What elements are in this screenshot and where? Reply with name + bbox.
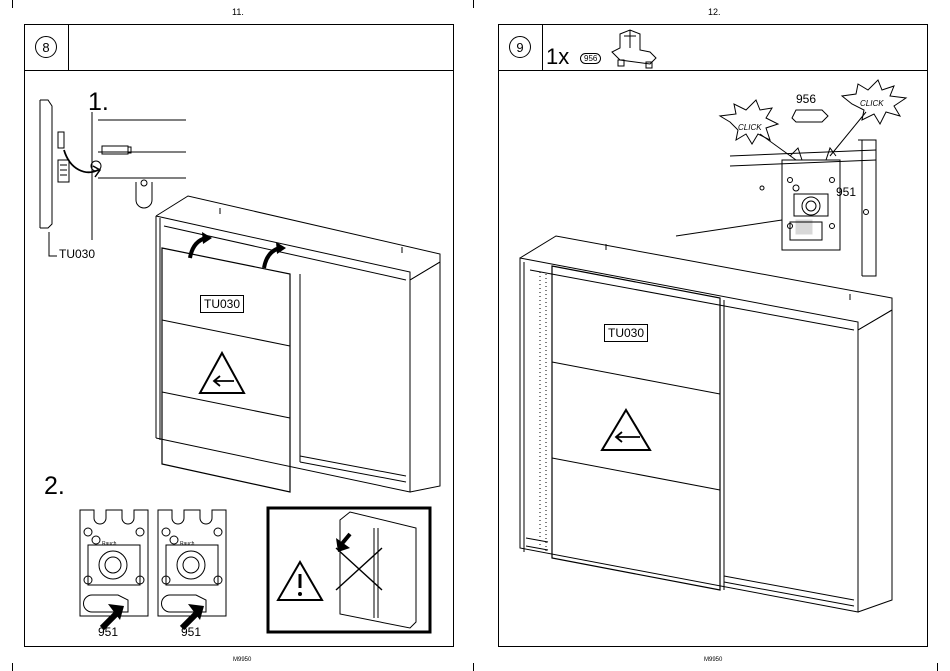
clip-install-detail <box>676 110 876 276</box>
clip-part-icon <box>612 30 656 68</box>
wardrobe-drawing-right <box>520 236 892 612</box>
click-burst-left <box>720 100 778 144</box>
click-burst-right <box>842 80 906 124</box>
